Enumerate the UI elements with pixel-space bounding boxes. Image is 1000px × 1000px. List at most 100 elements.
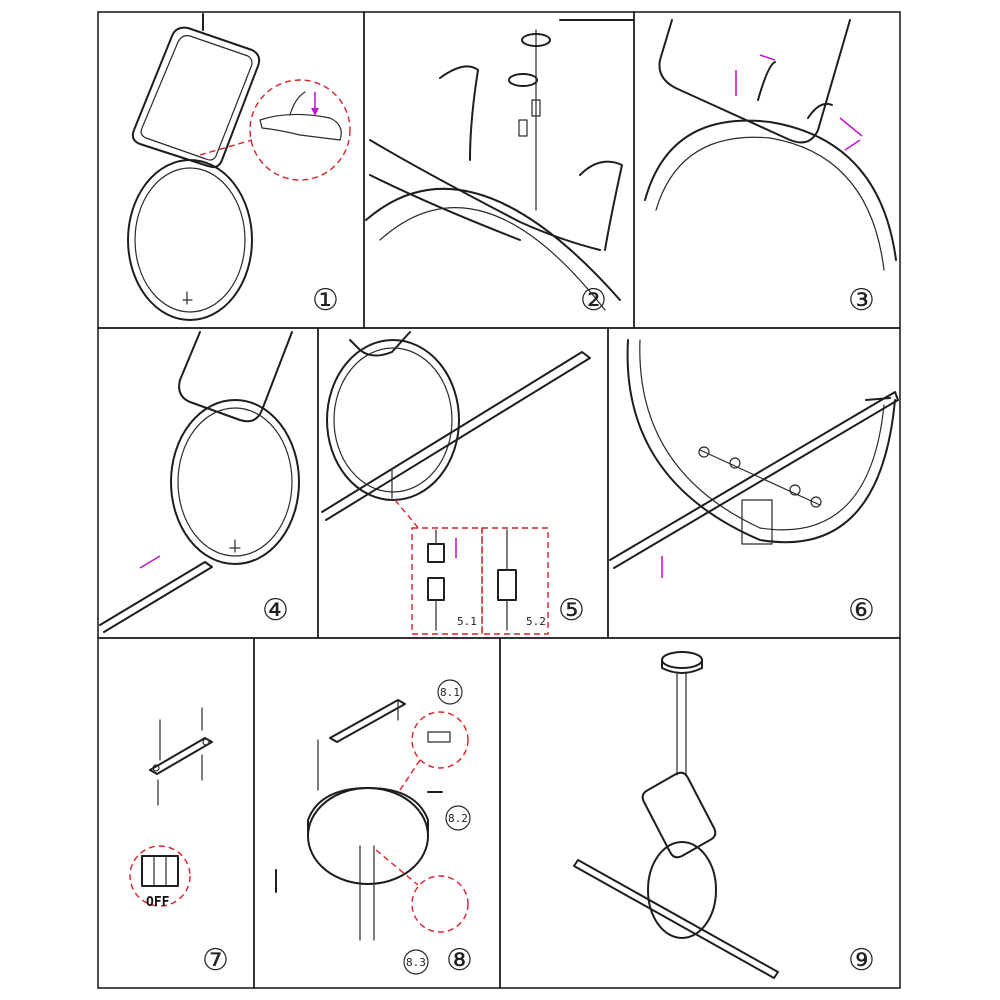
ring-inner [639, 339, 885, 531]
detail-callout [249, 79, 351, 181]
panel-frame [97, 637, 255, 989]
callout-8-3 [411, 875, 469, 933]
panel-step-7: OFF ⑦ [97, 637, 255, 989]
step-number: ③ [848, 283, 875, 318]
detail-tab [289, 91, 306, 116]
ring-outer [365, 187, 621, 301]
step-number: ⑧ [446, 943, 473, 978]
straight-bar [321, 351, 591, 521]
screw [518, 119, 528, 137]
connector-joined [497, 569, 517, 601]
clip-tab [757, 61, 776, 101]
callout-leader [199, 139, 253, 156]
step-number: ⑤ [558, 593, 585, 628]
straight-bar [573, 859, 779, 979]
ring [170, 399, 300, 565]
bracket-hole [152, 764, 160, 772]
frame-edge-top [369, 139, 601, 251]
breaker-off-label: OFF [146, 895, 170, 910]
ring [647, 841, 717, 939]
callout-leader [375, 849, 419, 886]
down-arrow-head [311, 108, 319, 116]
connector-socket [427, 577, 445, 601]
sublabel-bubble [437, 679, 463, 705]
step-number: ② [580, 283, 607, 318]
canopy-rim [661, 659, 703, 674]
screw-head [789, 484, 801, 496]
ring [326, 339, 460, 501]
connector [229, 539, 241, 553]
circuit-breaker [141, 855, 179, 887]
sublabel-bubble [403, 949, 429, 975]
square-frame [658, 19, 851, 144]
clip-tab-right [807, 102, 833, 119]
panel-step-8: 8.1 8.2 8.3 ⑧ [253, 637, 501, 989]
ring-outer [644, 119, 897, 261]
sublabel-5-2: 5.2 [526, 615, 546, 628]
callout-leader [399, 759, 421, 791]
panel-frame [97, 327, 319, 639]
breaker-callout [129, 845, 191, 907]
panel-step-3: ③ [633, 11, 901, 329]
connector-housing [741, 499, 773, 545]
callout-leader [394, 499, 421, 531]
canopy-rim [307, 787, 429, 837]
mounting-bracket [149, 737, 213, 775]
ring-inner [333, 347, 453, 493]
step-number: ⑥ [848, 593, 875, 628]
screw-head [810, 496, 822, 508]
ring [127, 159, 253, 321]
side-arrow [844, 139, 861, 151]
frame-edge-bottom [369, 174, 521, 241]
connector [182, 291, 193, 305]
panel-step-1: ① [97, 11, 365, 329]
step-number: ⑦ [202, 943, 229, 978]
side-arrow [759, 54, 776, 61]
callout-box-5-2 [481, 527, 549, 635]
clip-left [439, 65, 479, 161]
step-number: ① [312, 283, 339, 318]
side-arrow [839, 117, 863, 137]
callout-8-1 [411, 711, 469, 769]
panel-frame [363, 11, 635, 329]
screw-head [729, 457, 741, 469]
panel-frame [97, 11, 365, 329]
frame-edge [865, 397, 891, 401]
panel-step-5: 5.1 5.2 ⑤ [317, 327, 609, 639]
square-frame [641, 771, 717, 859]
connector-plug [427, 543, 445, 563]
panel-step-4: ④ [97, 327, 319, 639]
square-frame-inner [140, 35, 253, 161]
step-number: ④ [262, 593, 289, 628]
ceiling-canopy [661, 651, 703, 669]
screw-head [698, 446, 710, 458]
sublabel-8-1: 8.1 [440, 686, 460, 699]
ring-inner [379, 207, 606, 311]
straight-bar [99, 561, 213, 633]
diagonal-arrow [139, 555, 161, 569]
canopy-plate [307, 787, 429, 885]
clip-right [579, 160, 623, 251]
panel-step-6: ⑥ [607, 327, 901, 639]
sublabel-bubble [445, 805, 471, 831]
rotate-icon-top [521, 33, 551, 47]
detail-connector [427, 731, 451, 743]
rotate-icon-bottom [508, 73, 538, 87]
screw-axis [699, 449, 821, 506]
ring-inner [177, 407, 293, 557]
step-number: ⑨ [848, 943, 875, 978]
square-frame [131, 26, 261, 169]
detail-clip [259, 113, 342, 141]
sublabel-8-3: 8.3 [406, 956, 426, 969]
bracket-hole [202, 738, 210, 746]
straight-bar [609, 391, 899, 569]
panel-step-2: ② [363, 11, 635, 329]
square-frame-edge [349, 331, 411, 357]
square-frame [178, 331, 293, 423]
panel-frame [499, 637, 901, 989]
ring-inner [134, 167, 246, 313]
panel-step-9: ⑨ [499, 637, 901, 989]
sublabel-5-1: 5.1 [457, 615, 477, 628]
mounting-bracket [329, 699, 406, 743]
screw [531, 99, 541, 117]
